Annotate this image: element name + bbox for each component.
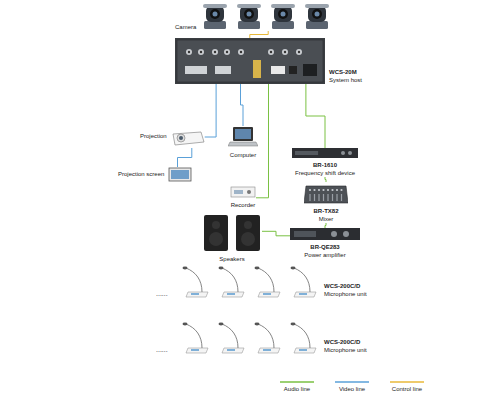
recorder-device: Recorder xyxy=(230,186,256,210)
device-label: Recorder xyxy=(231,202,256,210)
signal-wire xyxy=(325,223,326,228)
system-host-unit xyxy=(175,38,325,84)
legend-item: Control line xyxy=(390,380,424,394)
device-illustration xyxy=(202,214,262,252)
label-group: WCS-20MSystem host xyxy=(329,69,362,84)
device-illustration xyxy=(180,266,320,298)
device-illustration xyxy=(168,167,192,183)
signal-wire xyxy=(306,84,325,148)
device-label: Projection screen xyxy=(118,171,164,179)
device-label: Microphone unit xyxy=(324,347,367,355)
power-amplifier: BR-QE283Power amplifier xyxy=(290,228,360,259)
device-label: Microphone unit xyxy=(324,291,367,299)
legend-text: Control line xyxy=(392,386,422,394)
camera-group: Camera xyxy=(175,3,330,31)
device-illustration xyxy=(200,3,330,31)
device-illustration xyxy=(180,322,320,354)
continuation-dots: ...... xyxy=(156,290,168,297)
label-group: WCS-200C/DMicrophone unit xyxy=(324,339,367,354)
microphone-row: WCS-200C/DMicrophone unit xyxy=(180,266,367,298)
legend-text: Video line xyxy=(339,386,365,394)
projection-screen-icon xyxy=(168,167,192,183)
device-illustration xyxy=(292,148,358,158)
speakers-device: Speakers xyxy=(202,214,262,264)
device-illustration xyxy=(290,228,360,240)
legend-line-sample xyxy=(390,380,424,384)
model-label: WCS-200C/D xyxy=(324,283,360,291)
device-illustration xyxy=(175,38,325,84)
device-label: Projection xyxy=(140,133,167,141)
label-group: Camera xyxy=(175,24,196,32)
recorder-icon xyxy=(230,186,256,198)
label-group: BR-QE283Power amplifier xyxy=(304,244,345,259)
power-amplifier-icon xyxy=(290,228,360,240)
device-label: System host xyxy=(329,77,362,85)
speakers-icon xyxy=(202,214,262,252)
legend-line-sample xyxy=(280,380,314,384)
projection-screen: Projection screen xyxy=(118,167,192,183)
label-group: Computer xyxy=(230,152,256,160)
model-label: WCS-200C/D xyxy=(324,339,360,347)
camera-icons xyxy=(200,3,330,31)
device-label: Computer xyxy=(230,152,256,160)
microphone-icons xyxy=(180,322,320,354)
rack-unit-icon xyxy=(292,148,358,158)
device-illustration xyxy=(228,126,258,148)
projector-device: Projection xyxy=(140,126,205,148)
signal-wire xyxy=(262,231,290,236)
label-group: BR-1610Frequency shift device xyxy=(295,162,355,177)
device-label: Speakers xyxy=(219,256,244,264)
device-label: Power amplifier xyxy=(304,252,345,260)
legend-item: Video line xyxy=(335,380,369,394)
signal-wire xyxy=(241,84,244,126)
computer-device: Computer xyxy=(228,126,258,160)
signal-wire xyxy=(256,84,269,198)
legend-item: Audio line xyxy=(280,380,314,394)
mixer-device: BR-TX82Mixer xyxy=(304,182,348,223)
microphone-icons xyxy=(180,266,320,298)
continuation-dots: ...... xyxy=(156,346,168,353)
projector-icon xyxy=(171,126,205,148)
frequency-shift-device: BR-1610Frequency shift device xyxy=(292,148,358,177)
model-label: BR-1610 xyxy=(313,162,337,170)
model-label: BR-QE283 xyxy=(310,244,339,252)
legend-line-sample xyxy=(335,380,369,384)
model-label: WCS-20M xyxy=(329,69,357,77)
device-illustration xyxy=(230,186,256,198)
device-label: Frequency shift device xyxy=(295,170,355,178)
mixer-icon xyxy=(304,182,348,204)
label-group: Projection screen xyxy=(118,171,164,179)
device-label: Camera xyxy=(175,24,196,32)
microphone-row: WCS-200C/DMicrophone unit xyxy=(180,322,367,354)
device-illustration xyxy=(171,126,205,148)
system-host: WCS-20MSystem host xyxy=(175,38,362,84)
laptop-icon xyxy=(228,126,258,148)
signal-wire xyxy=(325,177,326,182)
label-group: WCS-200C/DMicrophone unit xyxy=(324,283,367,298)
label-group: BR-TX82Mixer xyxy=(313,208,338,223)
signal-wire xyxy=(205,84,216,137)
label-group: Projection xyxy=(140,133,167,141)
model-label: BR-TX82 xyxy=(313,208,338,216)
label-group: Recorder xyxy=(231,202,256,210)
signal-wire xyxy=(250,31,268,38)
device-illustration xyxy=(304,182,348,204)
label-group: Speakers xyxy=(219,256,244,264)
legend-text: Audio line xyxy=(284,386,310,394)
device-label: Mixer xyxy=(319,216,334,224)
signal-wire xyxy=(178,148,192,167)
